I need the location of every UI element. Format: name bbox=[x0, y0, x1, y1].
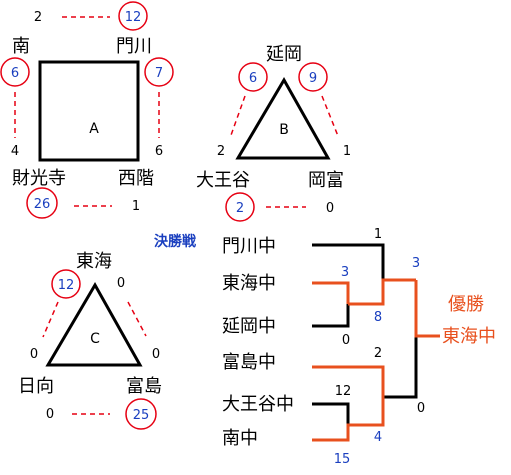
final-bracket: 決勝戦 門川中 東海中 延岡中 富島中 大王谷中 南中 1 3 8 0 3 0 … bbox=[154, 227, 496, 467]
score-c-right-lower: 0 bbox=[152, 347, 160, 362]
win-circle-b-right bbox=[298, 62, 328, 92]
group-b-label: B bbox=[279, 122, 289, 138]
final-title: 決勝戦 bbox=[154, 233, 197, 250]
group-c-label: C bbox=[90, 331, 100, 347]
team-zaikoji: 財光寺 bbox=[12, 168, 66, 189]
score-a-bottom-left: 26 bbox=[34, 197, 51, 212]
champion-label: 優勝 bbox=[448, 294, 484, 315]
bracket-line-final-lower bbox=[383, 336, 418, 399]
win-circle-b-left bbox=[238, 62, 268, 92]
win-circle-c-left bbox=[51, 269, 81, 299]
score-b-bottom-left: 2 bbox=[236, 201, 244, 216]
score-a-left-bottom: 4 bbox=[11, 144, 19, 159]
win-circle-a-bottom bbox=[26, 187, 58, 219]
group-c: C 東海 日向 富島 12 0 0 0 0 25 bbox=[18, 251, 162, 430]
score-b-right-upper: 9 bbox=[309, 71, 317, 86]
score-final-r1b-top: 12 bbox=[335, 384, 352, 399]
bracket-team-6: 南中 bbox=[222, 428, 258, 449]
group-b-triangle bbox=[235, 76, 331, 160]
score-final-r2b-top: 2 bbox=[374, 346, 382, 361]
score-c-left-lower: 0 bbox=[30, 347, 38, 362]
score-c-right-upper: 0 bbox=[117, 276, 125, 291]
champion-team: 東海中 bbox=[442, 326, 496, 347]
team-daioudani: 大王谷 bbox=[196, 170, 250, 191]
group-a: A 南 門川 財光寺 西階 2 12 6 4 7 6 26 1 bbox=[0, 1, 174, 219]
dash-b-left bbox=[229, 95, 246, 139]
score-a-right-bottom: 6 bbox=[155, 144, 163, 159]
score-final-top: 3 bbox=[412, 256, 420, 271]
score-final-r2a-top: 1 bbox=[374, 227, 382, 242]
bracket-team-1: 門川中 bbox=[222, 236, 276, 257]
score-final-r1a-bottom: 0 bbox=[342, 333, 350, 348]
group-a-square bbox=[38, 60, 140, 162]
bracket-team-2: 東海中 bbox=[222, 273, 276, 294]
score-c-bottom-right: 25 bbox=[133, 408, 150, 423]
score-a-top-left: 2 bbox=[34, 10, 42, 25]
bracket-win-minami bbox=[312, 397, 385, 442]
group-c-triangle bbox=[45, 281, 143, 367]
score-a-top-right: 12 bbox=[125, 10, 142, 25]
score-a-right-top: 7 bbox=[155, 66, 163, 81]
dash-b-right bbox=[321, 95, 339, 137]
bracket-line-nobeoka bbox=[312, 304, 350, 328]
team-okatomi: 岡富 bbox=[308, 170, 344, 191]
score-b-left-lower: 2 bbox=[217, 144, 225, 159]
dash-c-left bbox=[42, 301, 59, 338]
score-c-bottom-left: 0 bbox=[46, 407, 54, 422]
team-tokai: 東海 bbox=[76, 251, 112, 272]
win-circle-b-bottom bbox=[225, 192, 255, 222]
score-final-r2a-bottom: 8 bbox=[374, 310, 382, 325]
score-final-r1b-bottom: 15 bbox=[334, 452, 351, 467]
bracket-team-3: 延岡中 bbox=[222, 316, 276, 337]
bracket-win-final bbox=[414, 280, 440, 338]
win-circle-a-left bbox=[0, 57, 30, 87]
score-b-left-upper: 6 bbox=[249, 71, 257, 86]
score-final-r1a-top: 3 bbox=[341, 265, 349, 280]
score-b-bottom-right: 0 bbox=[326, 201, 334, 216]
team-saishina: 西階 bbox=[118, 168, 154, 189]
score-final-bottom: 0 bbox=[417, 401, 425, 416]
team-minami: 南 bbox=[12, 36, 30, 57]
bracket-team-4: 富島中 bbox=[222, 352, 276, 373]
dash-c-right bbox=[127, 301, 147, 337]
score-a-bottom-right: 1 bbox=[132, 199, 140, 214]
group-b: B 延岡 大王谷 岡富 6 2 9 1 2 0 bbox=[196, 44, 351, 222]
team-hyuga: 日向 bbox=[18, 376, 54, 397]
win-circle-c-bottom bbox=[125, 398, 157, 430]
bracket-win-tomishima bbox=[312, 365, 385, 397]
score-c-left-upper: 12 bbox=[58, 278, 75, 293]
group-a-label: A bbox=[89, 121, 99, 137]
team-nobeoka: 延岡 bbox=[266, 44, 302, 65]
win-circle-a-top bbox=[118, 1, 148, 31]
bracket-win-tokai-r1 bbox=[312, 281, 350, 304]
bracket-team-5: 大王谷中 bbox=[222, 394, 294, 415]
score-b-right-lower: 1 bbox=[343, 144, 351, 159]
score-final-r2b-bottom: 4 bbox=[374, 430, 382, 445]
bracket-line-daioudani bbox=[312, 402, 350, 425]
bracket-win-tokai-r2 bbox=[348, 278, 416, 306]
score-a-left-top: 6 bbox=[11, 66, 19, 81]
win-circle-a-right bbox=[144, 57, 174, 87]
team-kadogawa: 門川 bbox=[116, 36, 152, 57]
team-tomishima: 富島 bbox=[126, 376, 162, 397]
